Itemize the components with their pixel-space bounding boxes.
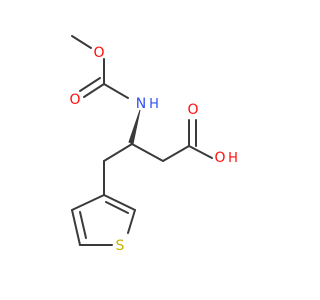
bond-carbamate-double-2 bbox=[79, 77, 101, 92]
atom-label-carbonyl-o: O bbox=[69, 92, 80, 108]
ring-double-c3-c2-inner bbox=[105, 201, 129, 214]
bond-ch2-carboxyl-carbon bbox=[162, 145, 190, 162]
atom-label-acid-o: O bbox=[187, 102, 198, 118]
stereo-wedge-bond bbox=[128, 109, 141, 145]
bond-carbamate-double-1 bbox=[83, 83, 105, 98]
ring-double-c5-c4-inner bbox=[79, 211, 87, 239]
atom-labels: O O N H O O H S bbox=[69, 45, 237, 254]
ring-bond-c3-c2 bbox=[103, 194, 136, 211]
atom-label-methoxy-o: O bbox=[93, 45, 104, 61]
ring-bond-c4-c3 bbox=[71, 194, 105, 211]
atom-label-amide-n: N bbox=[136, 96, 146, 112]
atom-label-hydroxyl-h: H bbox=[228, 151, 238, 166]
molecule-structure-diagram: O O N H O O H S bbox=[69, 35, 238, 254]
bond-chiral-ch2-acid bbox=[131, 143, 164, 162]
atom-label-hydroxyl-o: O bbox=[214, 150, 225, 166]
bond-carboxyl-hydroxyl bbox=[188, 145, 213, 159]
bond-carbamate-nitrogen bbox=[103, 83, 129, 99]
ring-bond-c5-c4 bbox=[71, 209, 81, 246]
atom-label-amide-h: H bbox=[149, 97, 159, 112]
ring-bond-c2-s bbox=[127, 209, 136, 234]
bond-chiral-ch2-ring bbox=[103, 143, 133, 162]
bonds bbox=[71, 35, 213, 246]
atom-label-thiophene-s: S bbox=[116, 238, 125, 254]
bond-methyl-oxygen bbox=[71, 35, 92, 49]
